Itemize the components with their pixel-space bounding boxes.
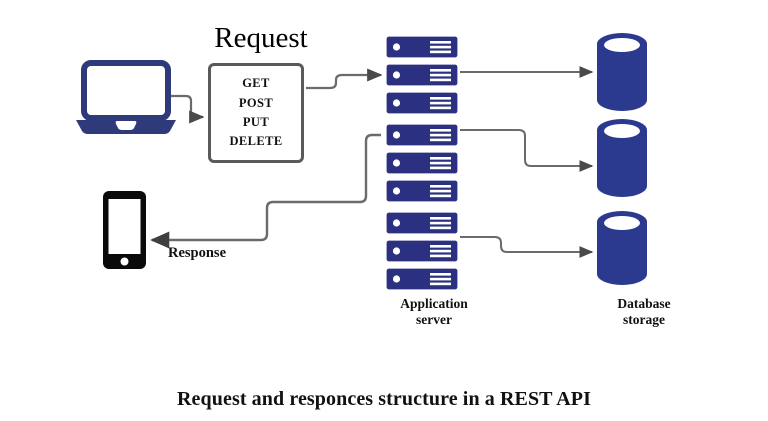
figure-caption: Request and responces structure in a RES… <box>177 388 591 410</box>
smartphone-icon <box>103 191 146 269</box>
server-group-3 <box>385 211 459 291</box>
database-storage-label-line1: Database <box>617 296 671 311</box>
request-title: Request <box>214 22 308 54</box>
server-group-2 <box>385 123 459 203</box>
application-server-label-line1: Application <box>400 296 468 311</box>
laptop-icon <box>76 60 176 134</box>
database-1-icon <box>597 33 647 111</box>
database-3-icon <box>597 211 647 285</box>
http-method-delete: DELETE <box>229 134 283 149</box>
application-server-label-line2: server <box>416 312 452 328</box>
http-methods-box: GET POST PUT DELETE <box>208 63 304 163</box>
http-method-put: PUT <box>242 115 270 129</box>
connector-request-to-server-group-1 <box>306 68 383 90</box>
connector-laptop-to-request <box>171 94 205 124</box>
database-2-icon <box>597 119 647 197</box>
response-label: Response <box>168 245 227 261</box>
http-method-post: POST <box>238 95 274 110</box>
connector-server-group-2-to-database-2 <box>460 129 594 172</box>
database-storage-label-line2: storage <box>623 312 665 328</box>
server-group-1 <box>385 35 459 115</box>
http-method-get: GET <box>242 76 270 91</box>
database-storage-label: Database storage <box>588 296 700 329</box>
connector-server-group-3-to-database-3 <box>460 236 594 258</box>
connector-response-to-phone <box>150 133 381 249</box>
application-server-label: Application server <box>378 296 490 329</box>
